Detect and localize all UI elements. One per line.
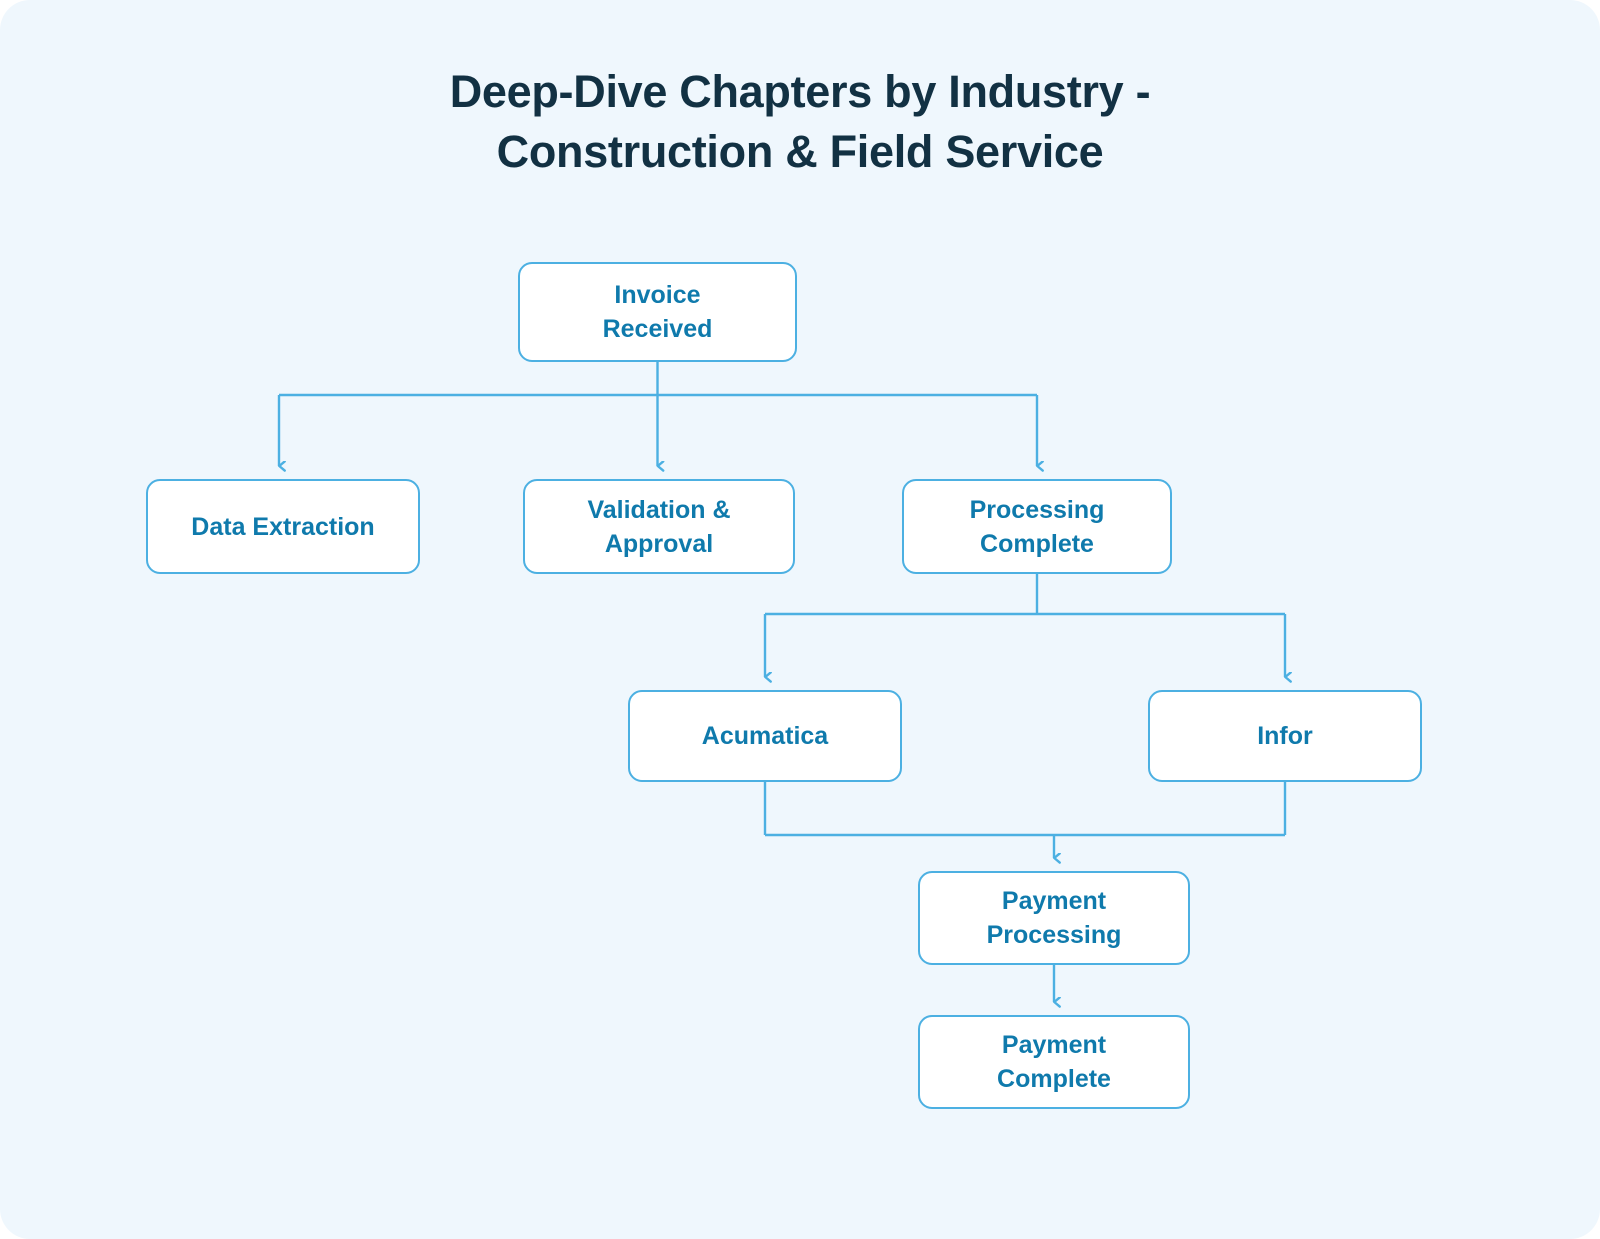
node-label: Processing Complete	[969, 495, 1105, 558]
node-label: Payment Processing	[986, 887, 1122, 949]
node-invoice-received[interactable]: Invoice Received	[518, 262, 797, 362]
node-label: Data Extraction	[191, 512, 375, 541]
node-payment-complete[interactable]: Payment Complete	[918, 1015, 1190, 1109]
node-label: Validation & Approval	[587, 495, 731, 558]
node-infor[interactable]: Infor	[1148, 690, 1422, 782]
node-payment-processing[interactable]: Payment Processing	[918, 871, 1190, 965]
node-processing-complete[interactable]: Processing Complete	[902, 479, 1172, 574]
node-data-extraction[interactable]: Data Extraction	[146, 479, 420, 574]
node-label: Invoice Received	[602, 281, 713, 343]
node-acumatica[interactable]: Acumatica	[628, 690, 902, 782]
node-validation-approval[interactable]: Validation & Approval	[523, 479, 795, 574]
page-title: Deep-Dive Chapters by Industry - Constru…	[449, 66, 1151, 177]
node-label: Acumatica	[701, 722, 829, 750]
node-label: Payment Complete	[997, 1031, 1111, 1093]
node-label: Infor	[1257, 722, 1313, 750]
